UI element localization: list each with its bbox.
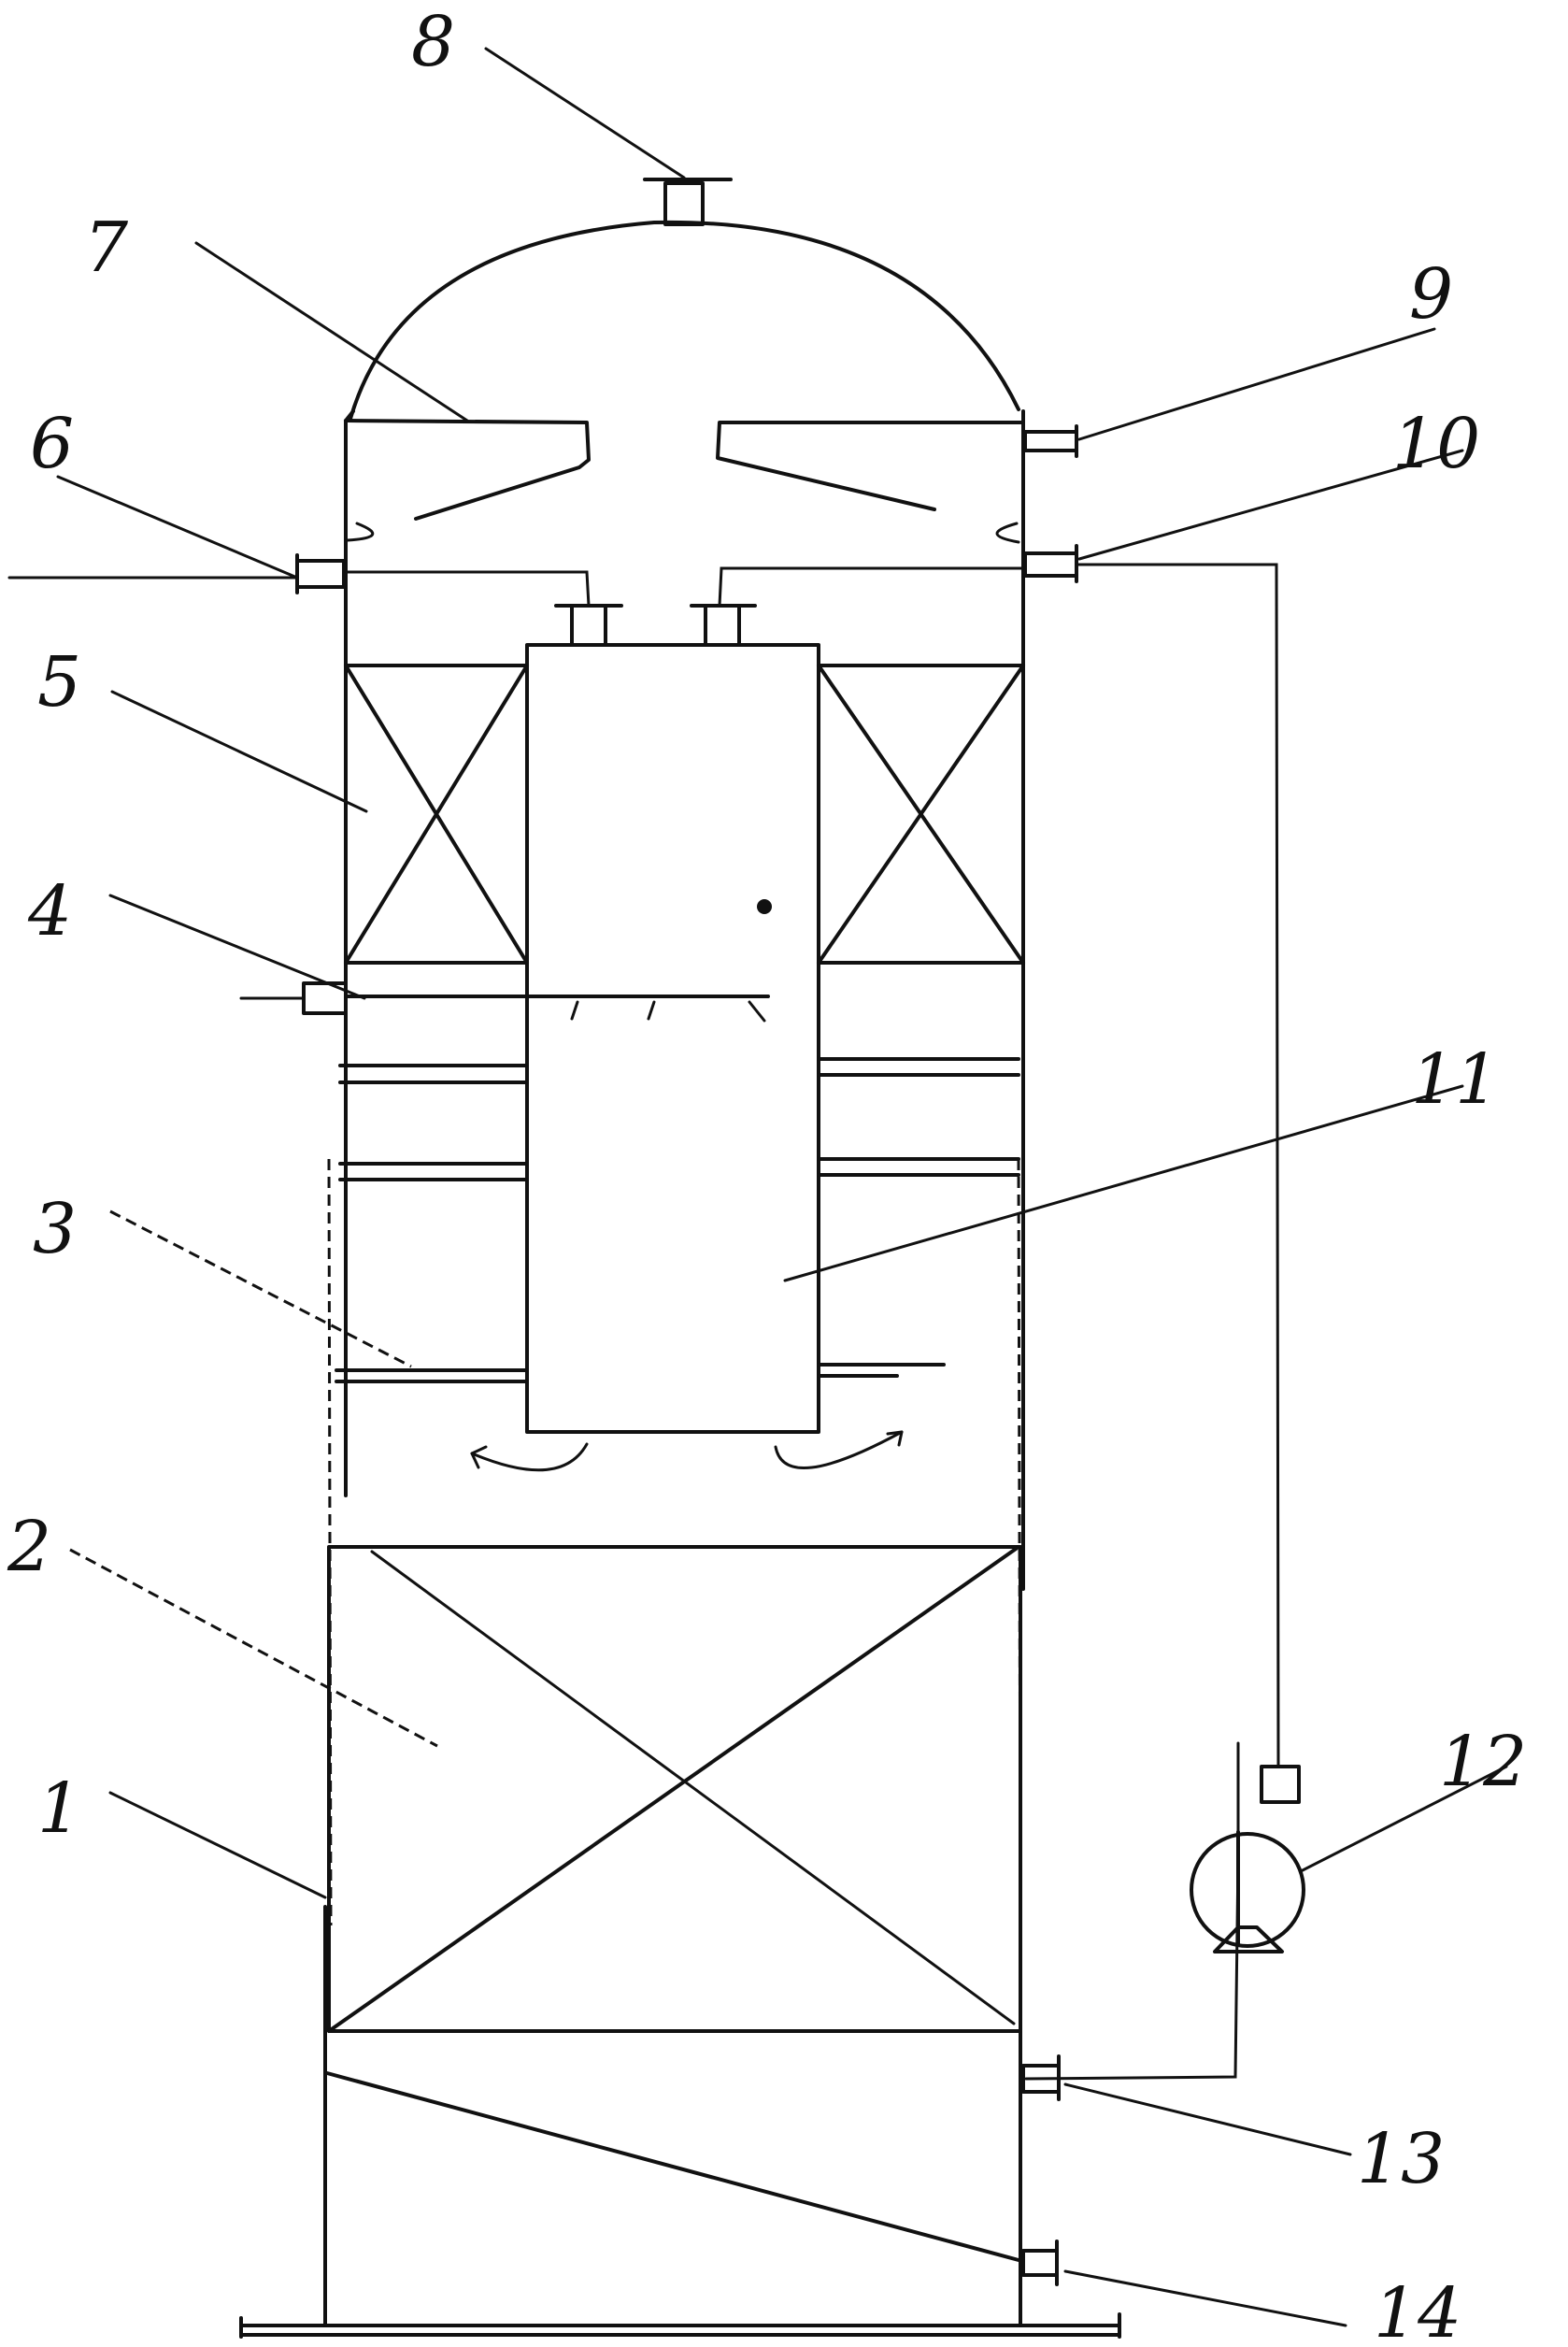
baffle-plates: [346, 419, 1023, 544]
label-14: 14: [1374, 2273, 1461, 2347]
tray-3: [335, 1363, 946, 1383]
label-4: 4: [27, 871, 72, 952]
packing-bed-5: [344, 664, 1025, 965]
top-nozzle: [643, 178, 733, 226]
dome-head: [349, 220, 1020, 421]
internal-feed-pipes: [344, 566, 1025, 647]
label-12: 12: [1439, 1722, 1527, 1802]
packing-bed-2: [327, 1545, 1022, 2033]
sloped-bottom: [325, 2071, 1020, 2262]
label-2: 2: [7, 1507, 51, 1587]
leader-lines: [56, 47, 1508, 2327]
label-13: 13: [1357, 2119, 1445, 2199]
label-7: 7: [84, 208, 128, 288]
nozzle-14: [1021, 2240, 1059, 2286]
label-8: 8: [411, 2, 455, 82]
nozzle-4: [239, 981, 770, 1023]
tray-boxes: [338, 1057, 1020, 1181]
nozzle-13: [1021, 2054, 1061, 2101]
label-9: 9: [1409, 254, 1453, 335]
base-plate: [239, 2312, 1121, 2339]
flow-arrows: [470, 1430, 904, 1472]
nozzle-9: [1023, 424, 1078, 458]
inner-vessel: [525, 643, 820, 1434]
nozzle-6: [7, 553, 346, 594]
part-labels: 8 7 9 6 10 5 4 11 3 2 1 12 13 14: [7, 2, 1527, 2347]
label-5: 5: [37, 642, 81, 723]
circulation-pipe: [1075, 563, 1280, 1768]
label-3: 3: [33, 1189, 77, 1269]
inner-vessel-dot: [757, 899, 772, 914]
nozzle-10: [1023, 544, 1078, 583]
label-1: 1: [37, 1768, 81, 1849]
pump: [1190, 1765, 1305, 1953]
label-6: 6: [30, 404, 74, 484]
label-10: 10: [1392, 404, 1480, 484]
label-11: 11: [1411, 1039, 1499, 1120]
